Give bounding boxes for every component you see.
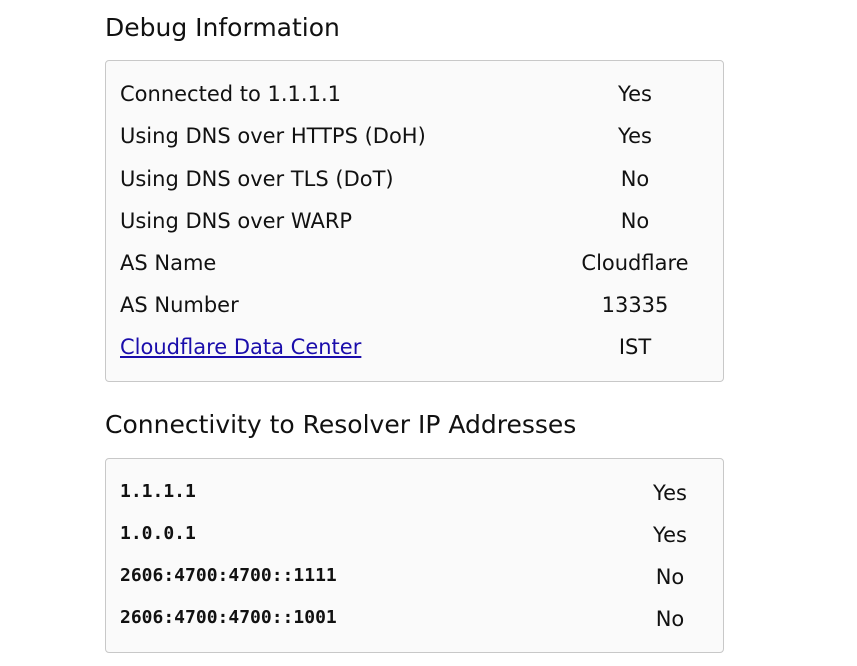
resolver-status: Yes <box>653 481 687 505</box>
resolver-row-ipv6-1111: 2606:4700:4700::1111 No <box>106 565 723 595</box>
resolver-status: No <box>655 607 685 631</box>
row-dot-value: No <box>620 167 650 191</box>
resolver-status: Yes <box>653 523 687 547</box>
resolver-row-1001: 1.0.0.1 Yes <box>106 523 723 553</box>
row-warp-value: No <box>620 209 650 233</box>
resolver-address: 1.1.1.1 <box>120 481 196 502</box>
row-as-name: AS Name Cloudflare <box>106 251 723 281</box>
debug-information-card: Connected to 1.1.1.1 Yes Using DNS over … <box>105 60 724 382</box>
resolver-connectivity-title: Connectivity to Resolver IP Addresses <box>105 410 577 439</box>
row-dot-label: Using DNS over TLS (DoT) <box>120 167 394 191</box>
resolver-row-ipv6-1001: 2606:4700:4700::1001 No <box>106 607 723 637</box>
row-data-center: Cloudflare Data Center IST <box>106 335 723 365</box>
row-connected-value: Yes <box>618 82 652 106</box>
resolver-address: 2606:4700:4700::1001 <box>120 607 337 628</box>
resolver-address: 1.0.0.1 <box>120 523 196 544</box>
resolver-connectivity-card: 1.1.1.1 Yes 1.0.0.1 Yes 2606:4700:4700::… <box>105 458 724 653</box>
row-doh: Using DNS over HTTPS (DoH) Yes <box>106 124 723 154</box>
resolver-status: No <box>655 565 685 589</box>
row-warp-label: Using DNS over WARP <box>120 209 353 233</box>
row-doh-label: Using DNS over HTTPS (DoH) <box>120 124 426 148</box>
row-dot: Using DNS over TLS (DoT) No <box>106 167 723 197</box>
resolver-address: 2606:4700:4700::1111 <box>120 565 337 586</box>
row-data-center-value: IST <box>618 335 652 359</box>
debug-information-title: Debug Information <box>105 13 340 42</box>
row-connected-label: Connected to 1.1.1.1 <box>120 82 341 106</box>
row-connected: Connected to 1.1.1.1 Yes <box>106 82 723 112</box>
row-warp: Using DNS over WARP No <box>106 209 723 239</box>
row-as-number-label: AS Number <box>120 293 239 317</box>
row-as-number-value: 13335 <box>601 293 669 317</box>
row-as-name-label: AS Name <box>120 251 217 275</box>
row-as-number: AS Number 13335 <box>106 293 723 323</box>
resolver-row-1111: 1.1.1.1 Yes <box>106 481 723 511</box>
row-doh-value: Yes <box>618 124 652 148</box>
data-center-link[interactable]: Cloudflare Data Center <box>120 335 362 359</box>
row-as-name-value: Cloudflare <box>581 251 689 275</box>
